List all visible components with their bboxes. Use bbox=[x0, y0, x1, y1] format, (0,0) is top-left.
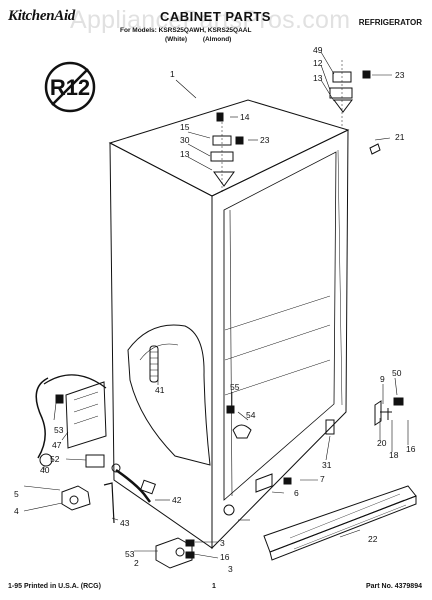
callout-16: 16 bbox=[220, 552, 230, 562]
callout-40: 40 bbox=[40, 465, 50, 475]
callout-31: 31 bbox=[322, 460, 332, 470]
callout-1: 1 bbox=[170, 69, 175, 79]
watermark: AppliancePartsPros.com bbox=[70, 6, 351, 34]
callout-7: 7 bbox=[320, 474, 325, 484]
callout-6: 6 bbox=[294, 488, 299, 498]
print-info: 1-95 Printed in U.S.A. (RCG) bbox=[8, 583, 101, 590]
upper-hinge-right bbox=[329, 60, 371, 126]
callout-22: 22 bbox=[368, 534, 378, 544]
drain-tube bbox=[149, 345, 159, 383]
callout-50: 50 bbox=[392, 368, 402, 378]
brand-logo: KitchenAid bbox=[8, 8, 76, 24]
cabinet-shell bbox=[108, 99, 350, 550]
callout-3: 3 bbox=[220, 538, 225, 548]
callout-21: 21 bbox=[395, 132, 405, 142]
callout-3: 3 bbox=[228, 564, 233, 574]
callout-12: 12 bbox=[313, 58, 323, 68]
color-labels: (White) (Almond) bbox=[165, 36, 232, 43]
category-label: REFRIGERATOR bbox=[358, 18, 422, 27]
callout-23: 23 bbox=[260, 135, 270, 145]
callout-42: 42 bbox=[172, 495, 182, 505]
callout-13: 13 bbox=[313, 73, 323, 83]
page-number: 1 bbox=[212, 583, 216, 590]
callout-55: 55 bbox=[230, 382, 240, 392]
spacer-clip bbox=[369, 143, 381, 155]
callout-54: 54 bbox=[246, 410, 256, 420]
compressor-bracket bbox=[226, 397, 404, 439]
drain-funnel bbox=[127, 324, 211, 466]
callout-20: 20 bbox=[377, 438, 387, 448]
callout-15: 15 bbox=[180, 122, 190, 132]
part-number: Part No. 4379894 bbox=[365, 583, 422, 590]
lower-parts bbox=[61, 468, 292, 569]
callout-14: 14 bbox=[240, 112, 250, 122]
callout-30: 30 bbox=[180, 135, 190, 145]
r12-badge: R12 bbox=[44, 61, 96, 113]
leader-lines bbox=[23, 51, 409, 559]
callout-5: 5 bbox=[14, 489, 19, 499]
callout-23: 23 bbox=[395, 70, 405, 80]
r12-badge-text: R12 bbox=[50, 75, 90, 100]
diagram-title: CABINET PARTS bbox=[160, 9, 271, 24]
callout-41: 41 bbox=[155, 385, 165, 395]
callout-47: 47 bbox=[52, 440, 62, 450]
callout-9: 9 bbox=[380, 374, 385, 384]
electrical-box bbox=[35, 374, 121, 473]
callout-4: 4 bbox=[14, 506, 19, 516]
model-numbers: For Models: KSRS25QAWH, KSRS25QAAL bbox=[120, 27, 252, 34]
callout-43: 43 bbox=[120, 518, 130, 528]
callout-49: 49 bbox=[313, 45, 323, 55]
callout-53: 53 bbox=[125, 549, 135, 559]
callout-16: 16 bbox=[406, 444, 416, 454]
callout-18: 18 bbox=[389, 450, 399, 460]
callout-53: 53 bbox=[54, 425, 64, 435]
callout-2: 2 bbox=[134, 558, 139, 568]
upper-hinge-center bbox=[210, 112, 244, 193]
callout-13: 13 bbox=[180, 149, 190, 159]
toe-grille bbox=[263, 485, 417, 561]
callout-52: 52 bbox=[50, 454, 60, 464]
